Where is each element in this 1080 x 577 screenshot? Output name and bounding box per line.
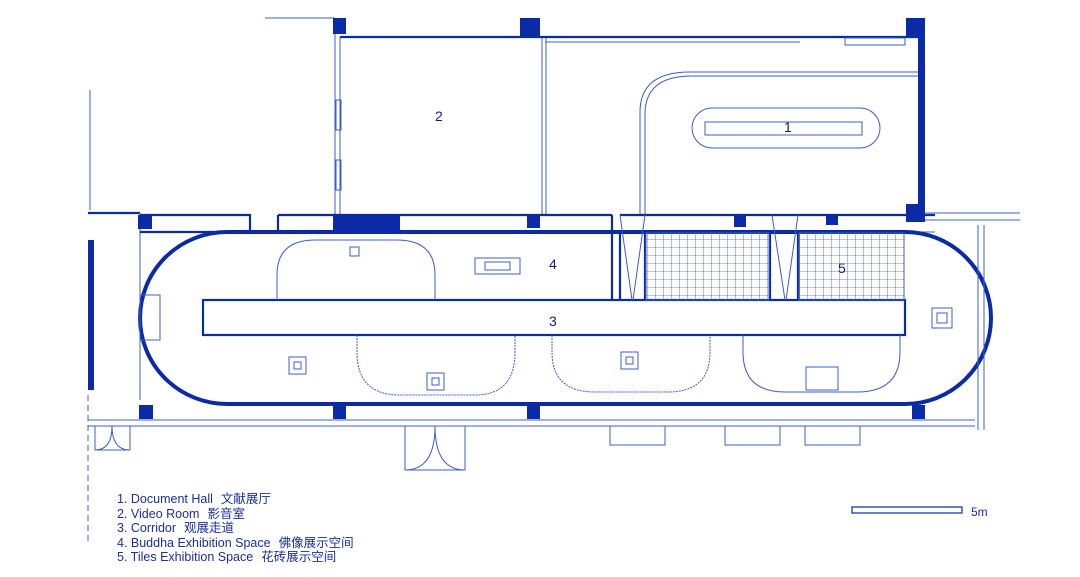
legend-en: 2. Video Room: [117, 506, 200, 521]
scale-label: 5m: [971, 505, 988, 519]
legend-en: 3. Corridor: [117, 521, 177, 536]
document-hall: [639, 71, 918, 215]
display-areas: [276, 239, 953, 396]
room-label-3: 3: [549, 313, 557, 329]
room-label-5: 5: [838, 260, 846, 276]
tiles-grid: [645, 232, 905, 301]
legend-item: 2. Video Room 影音室: [117, 507, 354, 522]
legend-en: 5. Tiles Exhibition Space: [117, 550, 254, 565]
main-hall: [138, 213, 993, 406]
legend-item: 3. Corridor 观展走道: [117, 521, 354, 536]
legend-item: 4. Buddha Exhibition Space 佛像展示空间: [117, 536, 354, 551]
legend-zh: 影音室: [207, 506, 245, 521]
legend-zh: 花砖展示空间: [261, 550, 337, 565]
legend: 1. Document Hall 文献展厅 2. Video Room 影音室 3.…: [117, 492, 354, 565]
upper-block: [265, 17, 925, 222]
legend-zh: 佛像展示空间: [278, 535, 354, 550]
legend-en: 1. Document Hall: [117, 492, 213, 506]
room-label-1: 1: [784, 119, 792, 135]
left-outer: [87, 90, 141, 545]
legend-en: 4. Buddha Exhibition Space: [117, 535, 271, 550]
room-label-4: 4: [549, 256, 557, 272]
scale-bar: [851, 506, 963, 514]
legend-zh: 文献展厅: [220, 492, 271, 506]
bottom-wall: [88, 405, 975, 471]
legend-zh: 观展走道: [184, 521, 235, 536]
legend-item: 1. Document Hall 文献展厅: [117, 492, 354, 507]
right-outer: [925, 212, 1020, 430]
room-label-2: 2: [435, 108, 443, 124]
legend-item: 5. Tiles Exhibition Space 花砖展示空间: [117, 550, 354, 565]
